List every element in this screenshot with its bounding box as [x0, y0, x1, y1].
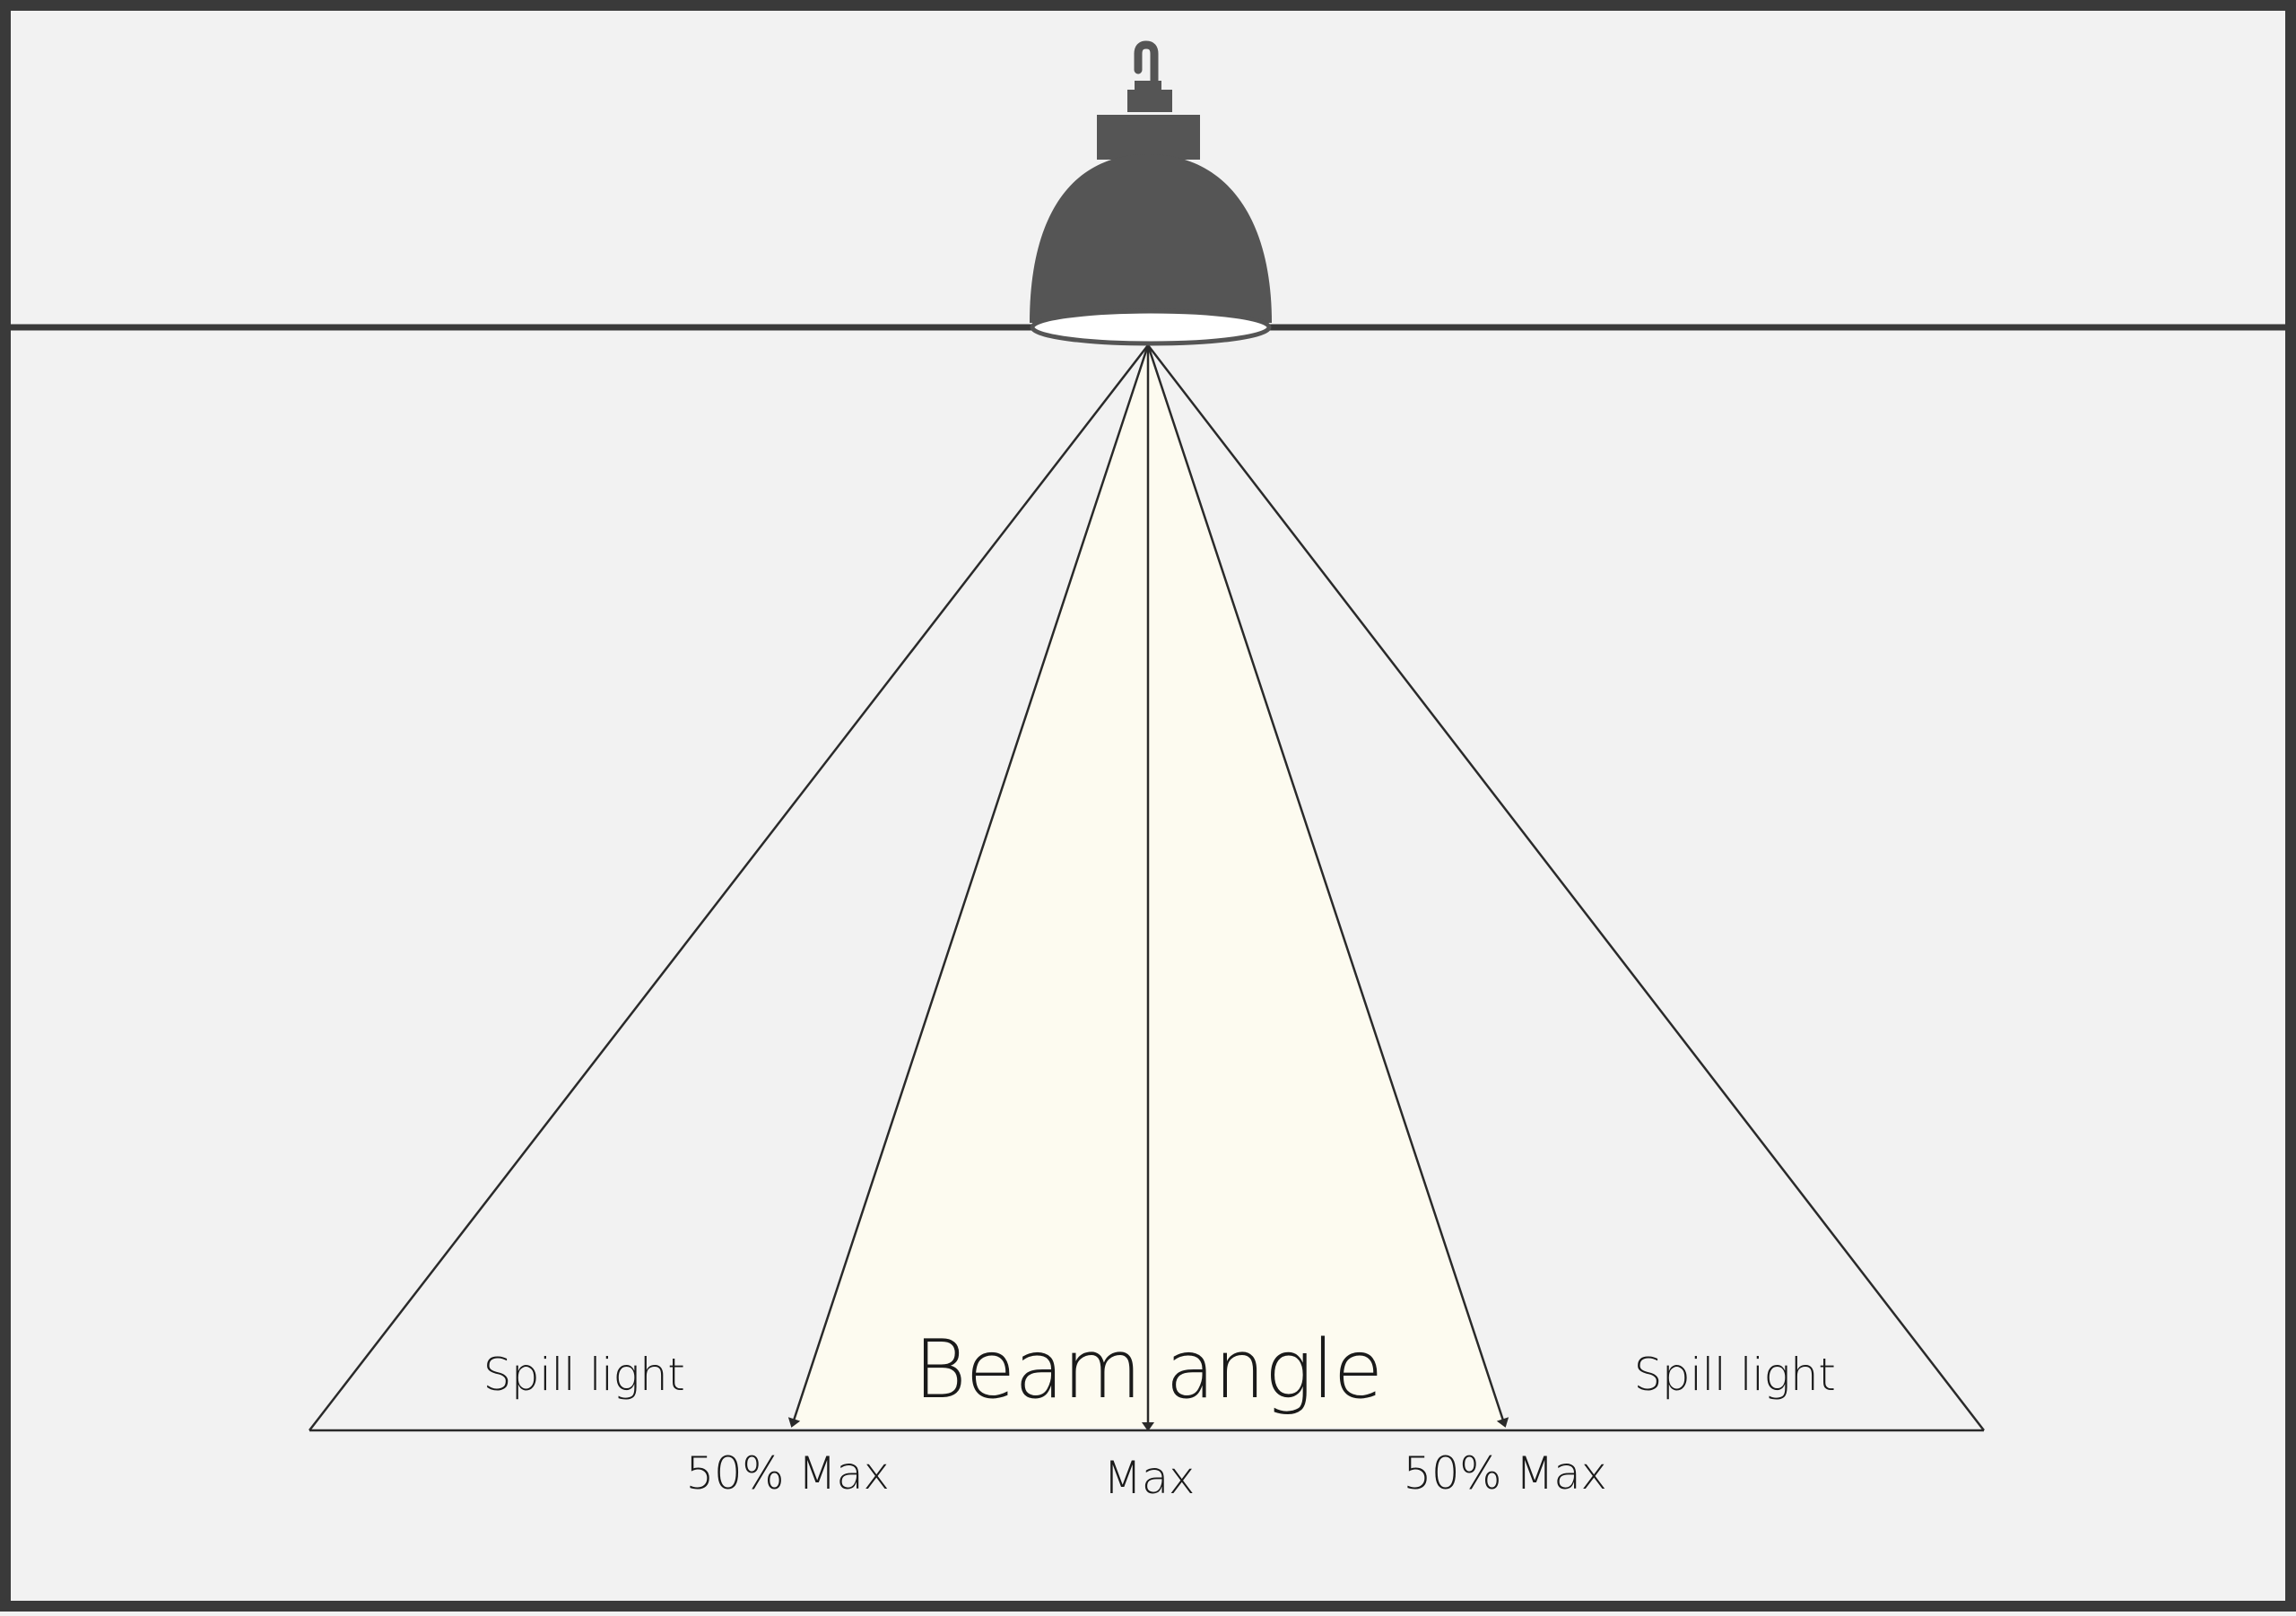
label-half-max-right: 50% Max	[1404, 1447, 1607, 1499]
spill-boundary-left	[309, 344, 1149, 1431]
high-bay-lamp-icon	[1030, 40, 1272, 346]
label-spill-light-left: Spill light	[483, 1349, 685, 1401]
arrow-half-max-right	[1146, 344, 1509, 1428]
arrow-half-max-left	[787, 344, 1150, 1428]
label-max: Max	[1103, 1452, 1195, 1504]
lamp-lens	[1030, 308, 1272, 346]
label-beam-angle: Beam angle	[914, 1323, 1382, 1417]
spill-boundary-right	[1147, 344, 1985, 1431]
label-half-max-left: 50% Max	[686, 1447, 890, 1499]
label-spill-light-right: Spill light	[1634, 1349, 1836, 1401]
